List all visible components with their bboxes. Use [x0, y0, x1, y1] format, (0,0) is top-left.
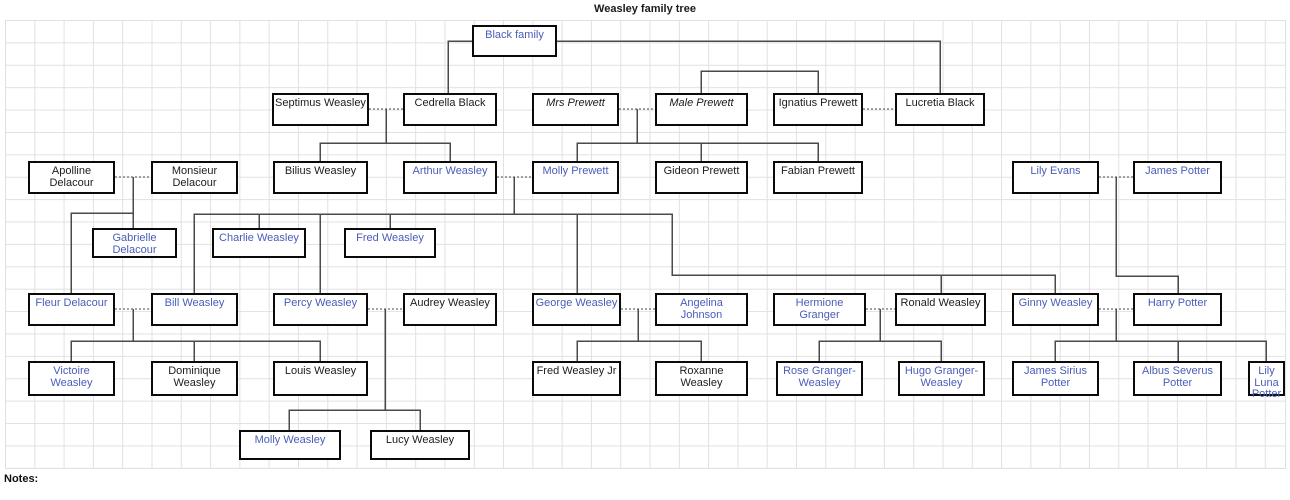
- person-node-molly-prewett: Molly Prewett: [532, 161, 619, 194]
- person-label-louis-weasley: Louis Weasley: [284, 365, 357, 377]
- person-label-fred-weasley-jr: Fred Weasley Jr: [536, 365, 617, 377]
- person-node-lily-luna-potter: Lily Luna Potter: [1248, 361, 1285, 400]
- person-node-fleur-delacour: Fleur Delacour: [28, 293, 115, 326]
- person-node-mrs-prewett: Mrs Prewett: [532, 93, 619, 126]
- descent-line: [193, 213, 1056, 293]
- person-node-victoire-weasley: Victoire Weasley: [28, 361, 115, 396]
- person-link-hermione-granger[interactable]: Hermione Granger: [795, 297, 844, 321]
- person-node-george-weasley: George Weasley: [532, 293, 621, 326]
- person-node-james-potter: James Potter: [1133, 161, 1222, 194]
- person-link-lily-evans[interactable]: Lily Evans: [1030, 165, 1081, 177]
- person-link-james-sirius-potter[interactable]: James Sirius Potter: [1024, 365, 1087, 389]
- person-node-james-sirius-potter: James Sirius Potter: [1012, 361, 1099, 396]
- person-link-arthur-weasley[interactable]: Arthur Weasley: [412, 165, 488, 177]
- person-node-lucretia-black: Lucretia Black: [895, 93, 985, 126]
- person-link-harry-potter[interactable]: Harry Potter: [1147, 297, 1208, 309]
- person-link-bill-weasley[interactable]: Bill Weasley: [164, 297, 225, 309]
- person-node-lucy-weasley: Lucy Weasley: [370, 430, 470, 460]
- person-link-black-family[interactable]: Black family: [485, 29, 544, 41]
- person-label-dominique-weasley: Dominique Weasley: [168, 365, 221, 389]
- person-link-charlie-weasley[interactable]: Charlie Weasley: [219, 232, 299, 244]
- person-node-arthur-weasley: Arthur Weasley: [403, 161, 497, 194]
- person-label-cedrella-black: Cedrella Black: [414, 97, 486, 109]
- person-link-angelina-johnson[interactable]: Angelina Johnson: [680, 297, 723, 321]
- person-node-roxanne-weasley: Roxanne Weasley: [655, 361, 748, 396]
- person-label-lucretia-black: Lucretia Black: [905, 97, 975, 109]
- descent-line: [1054, 340, 1267, 361]
- person-node-albus-severus-potter: Albus Severus Potter: [1133, 361, 1222, 396]
- person-label-fabian-prewett: Fabian Prewett: [781, 165, 855, 177]
- person-node-male-prewett: Male Prewett: [655, 93, 748, 126]
- descent-line: [70, 212, 133, 293]
- notes-label: Notes:: [4, 473, 39, 485]
- descent-line: [576, 142, 819, 161]
- person-node-gabrielle-delacour: Gabrielle Delacour: [92, 228, 177, 258]
- person-node-fabian-prewett: Fabian Prewett: [773, 161, 863, 194]
- person-node-lily-evans: Lily Evans: [1012, 161, 1099, 194]
- person-link-fred-weasley[interactable]: Fred Weasley: [356, 232, 424, 244]
- descent-line: [818, 340, 942, 361]
- person-link-hugo-granger-weasley[interactable]: Hugo Granger-Weasley: [904, 365, 979, 389]
- person-link-gabrielle-delacour[interactable]: Gabrielle Delacour: [112, 232, 157, 256]
- person-node-black-family: Black family: [472, 25, 557, 57]
- person-label-ronald-weasley: Ronald Weasley: [900, 297, 981, 309]
- person-node-ginny-weasley: Ginny Weasley: [1012, 293, 1099, 326]
- person-node-fred-weasley: Fred Weasley: [344, 228, 436, 258]
- person-link-james-potter[interactable]: James Potter: [1145, 165, 1210, 177]
- person-node-charlie-weasley: Charlie Weasley: [212, 228, 306, 258]
- person-node-dominique-weasley: Dominique Weasley: [151, 361, 238, 396]
- descent-line: [576, 340, 702, 361]
- person-node-harry-potter: Harry Potter: [1133, 293, 1222, 326]
- person-node-cedrella-black: Cedrella Black: [403, 93, 497, 126]
- person-link-fleur-delacour[interactable]: Fleur Delacour: [35, 297, 108, 309]
- person-link-george-weasley[interactable]: George Weasley: [535, 297, 618, 309]
- person-link-albus-severus-potter[interactable]: Albus Severus Potter: [1142, 365, 1213, 389]
- person-node-fred-weasley-jr: Fred Weasley Jr: [532, 361, 621, 396]
- person-label-bilius-weasley: Bilius Weasley: [284, 165, 357, 177]
- page-title: Weasley family tree: [594, 3, 696, 15]
- person-node-bill-weasley: Bill Weasley: [151, 293, 238, 326]
- descent-line: [700, 70, 819, 93]
- descent-line: [1115, 177, 1179, 293]
- person-label-septimus-weasley: Septimus Weasley: [275, 97, 366, 109]
- person-node-rose-granger-weasley: Rose Granger-Weasley: [776, 361, 863, 396]
- person-link-victoire-weasley[interactable]: Victoire Weasley: [50, 365, 93, 389]
- person-node-hermione-granger: Hermione Granger: [773, 293, 866, 326]
- person-label-roxanne-weasley: Roxanne Weasley: [679, 365, 724, 389]
- person-label-ignatius-prewett: Ignatius Prewett: [778, 97, 858, 109]
- person-node-monsieur-delacour: Monsieur Delacour: [151, 161, 238, 194]
- person-label-monsieur-delacour: Monsieur Delacour: [171, 165, 218, 189]
- person-node-ronald-weasley: Ronald Weasley: [895, 293, 986, 326]
- person-node-ignatius-prewett: Ignatius Prewett: [773, 93, 863, 126]
- descent-line: [557, 40, 941, 93]
- descent-line: [288, 409, 421, 430]
- person-node-louis-weasley: Louis Weasley: [273, 361, 368, 396]
- person-node-apolline-delacour: Apolline Delacour: [28, 161, 115, 194]
- person-label-male-prewett: Male Prewett: [669, 97, 734, 109]
- person-link-molly-weasley[interactable]: Molly Weasley: [254, 434, 326, 446]
- descent-line: [447, 40, 472, 93]
- person-link-ginny-weasley[interactable]: Ginny Weasley: [1018, 297, 1093, 309]
- person-link-lily-luna-potter[interactable]: Lily Luna Potter: [1251, 365, 1282, 400]
- person-node-bilius-weasley: Bilius Weasley: [273, 161, 368, 194]
- person-link-percy-weasley[interactable]: Percy Weasley: [283, 297, 358, 309]
- person-node-septimus-weasley: Septimus Weasley: [272, 93, 369, 126]
- descent-line: [319, 142, 451, 161]
- person-label-audrey-weasley: Audrey Weasley: [410, 297, 490, 309]
- person-label-gideon-prewett: Gideon Prewett: [663, 165, 740, 177]
- person-label-mrs-prewett: Mrs Prewett: [546, 97, 605, 109]
- person-node-gideon-prewett: Gideon Prewett: [655, 161, 748, 194]
- descent-line: [70, 340, 321, 361]
- person-link-rose-granger-weasley[interactable]: Rose Granger-Weasley: [783, 365, 856, 389]
- person-node-hugo-granger-weasley: Hugo Granger-Weasley: [898, 361, 985, 396]
- person-node-molly-weasley: Molly Weasley: [239, 430, 341, 460]
- person-link-molly-prewett[interactable]: Molly Prewett: [542, 165, 609, 177]
- person-label-lucy-weasley: Lucy Weasley: [385, 434, 455, 446]
- person-node-angelina-johnson: Angelina Johnson: [655, 293, 748, 326]
- person-node-percy-weasley: Percy Weasley: [273, 293, 368, 326]
- person-node-audrey-weasley: Audrey Weasley: [403, 293, 497, 326]
- person-label-apolline-delacour: Apolline Delacour: [49, 165, 94, 189]
